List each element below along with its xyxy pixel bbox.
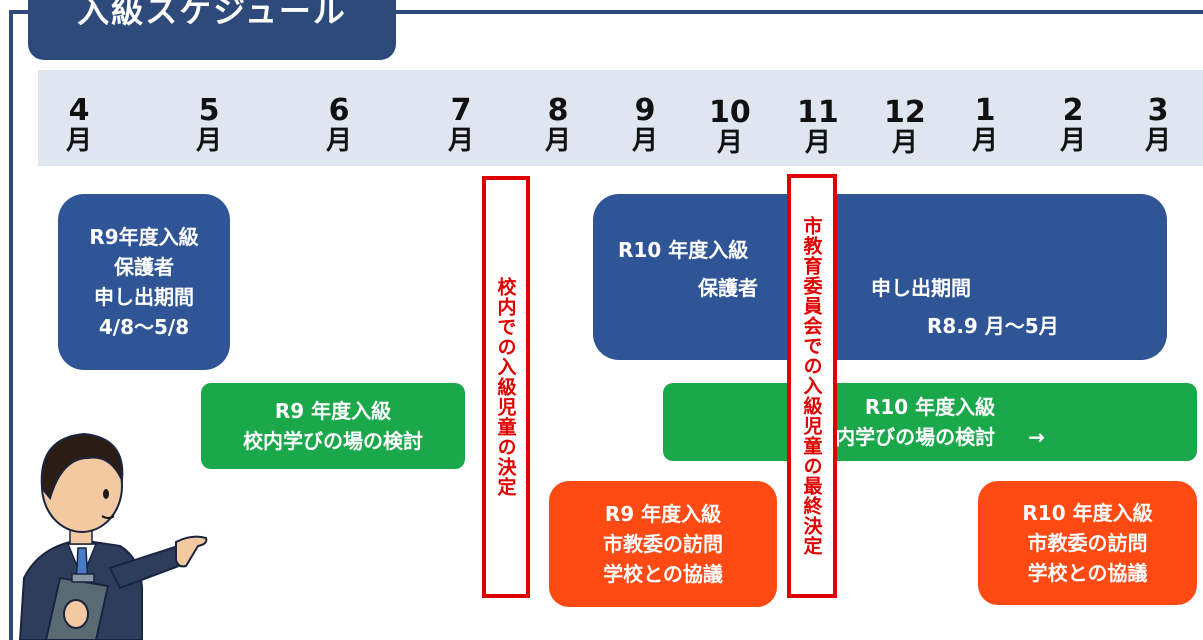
month-unit: 月 [1145,126,1172,156]
box-line: 申し出期間 [871,276,971,300]
box-line: R10 年度入級 [618,238,749,262]
month-num: 5 [198,93,220,128]
month-label-may: 5 月 [196,93,223,157]
month-label-aug: 8 月 [545,93,572,157]
box-line: 保護者 [114,255,174,279]
box-line: R9 年度入級 [274,399,392,423]
box-line: R9年度入級 [89,225,199,249]
box-line: 学校との協議 [1027,561,1148,585]
board-decision-box: 市教育委員会での入級児童の最終決定 [787,174,837,598]
month-label-oct: 10 月 [709,95,751,159]
month-unit: 月 [972,126,999,156]
month-unit: 月 [448,126,475,156]
month-num: 8 [547,93,569,128]
month-num: 12 [884,95,926,130]
box-line: 校内学びの場の検討 [815,425,996,449]
box-line: 4/8～5/8 [98,315,190,339]
page-title: 入級スケジュール [28,0,396,60]
month-band [38,70,1203,166]
month-unit: 月 [891,128,918,158]
month-unit: 月 [1060,126,1087,156]
month-num: 2 [1062,93,1084,128]
r10-board-visit-box: R10 年度入級 市教委の訪問 学校との協議 [978,481,1197,605]
month-unit: 月 [804,128,831,158]
month-label-jun: 6 月 [326,93,353,157]
businessman-pointing-illustration [18,432,208,640]
arrow-right-icon: → [1028,425,1045,449]
box-line: 市教委の訪問 [603,532,723,556]
page-title-text: 入級スケジュール [77,0,347,30]
school-decision-text: 校内での入級児童の決定 [494,277,517,497]
r10-guardian-application-box: R10 年度入級 保護者 申し出期間 R8.9 月～5月 [593,194,1167,360]
month-num: 4 [68,93,90,128]
month-label-nov: 11 月 [797,95,839,159]
box-line: R9 年度入級 [604,502,722,526]
board-decision-text: 市教育委員会での入級児童の最終決定 [800,216,823,556]
box-line: 学校との協議 [603,562,723,586]
month-num: 3 [1147,93,1169,128]
month-num: 7 [450,93,472,128]
r9-board-visit-box: R9 年度入級 市教委の訪問 学校との協議 [549,481,777,607]
r9-school-review-box: R9 年度入級 校内学びの場の検討 [201,383,465,469]
month-unit: 月 [716,128,743,158]
box-line-with-arrow: 校内学びの場の検討 → [815,422,1045,452]
frame-left-line [9,14,13,640]
frame-corner [9,10,29,14]
month-unit: 月 [66,126,93,156]
box-line: R8.9 月～5月 [927,314,1059,338]
month-label-mar: 3 月 [1145,93,1172,157]
box-line: 市教委の訪問 [1027,531,1148,555]
school-decision-box: 校内での入級児童の決定 [482,176,530,598]
month-label-sep: 9 月 [632,93,659,157]
month-num: 6 [328,93,350,128]
box-line: 保護者 [698,276,758,300]
box-line: R10 年度入級 [864,395,996,419]
box-line: R10 年度入級 [1022,501,1153,525]
month-num: 10 [709,95,751,130]
month-num: 1 [974,93,996,128]
month-unit: 月 [632,126,659,156]
r10-school-review-box: R10 年度入級 校内学びの場の検討 → [663,383,1197,461]
month-unit: 月 [545,126,572,156]
month-num: 9 [634,93,656,128]
month-label-dec: 12 月 [884,95,926,159]
month-label-jan: 1 月 [972,93,999,157]
month-unit: 月 [196,126,223,156]
box-line: 校内学びの場の検討 [243,429,423,453]
month-label-jul: 7 月 [448,93,475,157]
month-num: 11 [797,95,839,130]
month-label-apr: 4 月 [66,93,93,157]
month-label-feb: 2 月 [1060,93,1087,157]
box-line: 申し出期間 [94,285,194,309]
month-unit: 月 [326,126,353,156]
r9-guardian-application-box: R9年度入級 保護者 申し出期間 4/8～5/8 [58,194,230,370]
frame-top-line [390,10,1203,14]
